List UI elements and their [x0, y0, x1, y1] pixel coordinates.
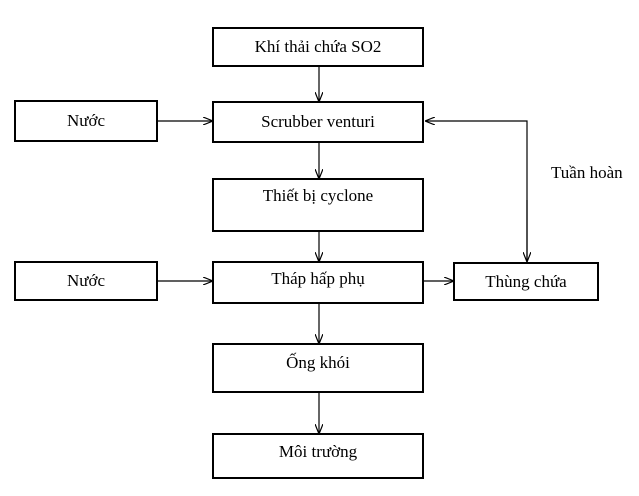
arrow-recycle-loop [426, 121, 528, 262]
node-khi-thai: Khí thải chứa SO2 [212, 27, 424, 67]
node-scrubber-venturi: Scrubber venturi [212, 101, 424, 143]
node-thap-hap-phu: Tháp hấp phụ [212, 261, 424, 304]
node-thiet-bi-cyclone: Thiết bị cyclone [212, 178, 424, 232]
node-moi-truong: Môi trường [212, 433, 424, 479]
node-thung-chua: Thùng chứa [453, 262, 599, 301]
label-tuan-hoan: Tuần hoàn [551, 163, 623, 182]
node-nuoc-2: Nước [14, 261, 158, 301]
node-nuoc-1: Nước [14, 100, 158, 142]
node-ong-khoi: Ống khói [212, 343, 424, 393]
